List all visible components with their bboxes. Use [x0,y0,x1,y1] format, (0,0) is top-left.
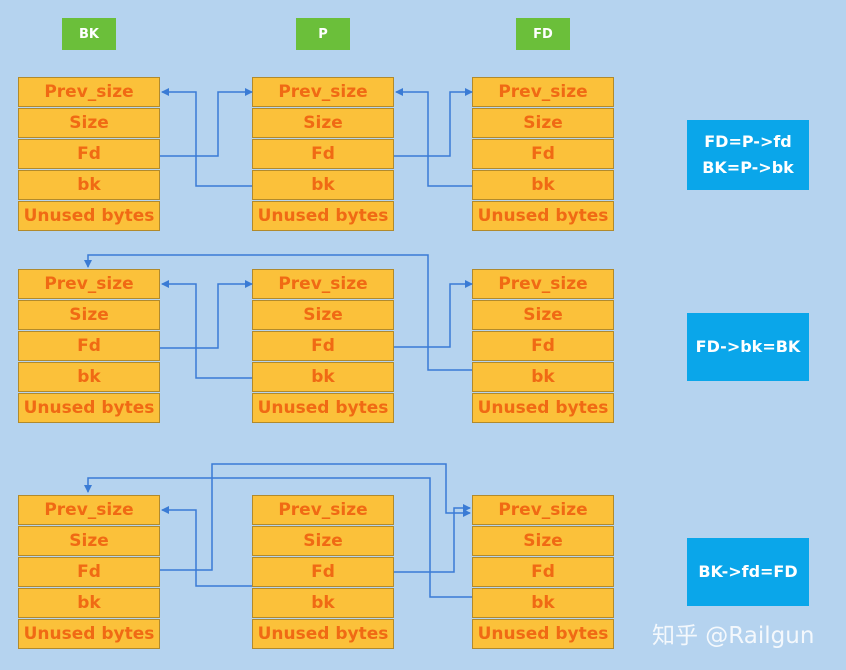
link-p-fd-to-fd [394,280,473,348]
chunk-p-step-2: Prev_size Size Fd bk Unused bytes [252,269,394,424]
header-bk: BK [62,18,116,50]
field-bk: bk [18,588,160,618]
field-size: Size [252,526,394,556]
chunk-bk-step-2: Prev_size Size Fd bk Unused bytes [18,269,160,424]
link-fd-bk-to-bk [84,477,472,598]
field-fd: Fd [18,331,160,361]
field-prev-size: Prev_size [18,77,160,107]
link-bk-fd-to-fd [160,463,471,571]
field-fd: Fd [472,557,614,587]
field-prev-size: Prev_size [18,495,160,525]
field-bk: bk [252,170,394,200]
note-step-1-line-1: FD=P->fd [704,132,792,151]
link-bk-fd-to-p [160,280,253,349]
chunk-fd-step-3: Prev_size Size Fd bk Unused bytes [472,495,614,650]
note-step-2-line-1: FD->bk=BK [695,337,801,356]
header-p: P [296,18,350,50]
link-p-fd-to-fd [394,88,473,157]
field-size: Size [472,526,614,556]
field-unused-bytes: Unused bytes [472,619,614,649]
field-size: Size [252,108,394,138]
watermark: 知乎 @Railgun [652,623,815,649]
field-unused-bytes: Unused bytes [252,393,394,423]
field-prev-size: Prev_size [472,269,614,299]
link-bk-fd-to-p [160,88,253,157]
field-prev-size: Prev_size [472,495,614,525]
field-unused-bytes: Unused bytes [252,619,394,649]
field-size: Size [472,108,614,138]
field-size: Size [18,300,160,330]
field-size: Size [252,300,394,330]
header-p-label: P [318,26,328,42]
field-prev-size: Prev_size [18,269,160,299]
field-prev-size: Prev_size [252,495,394,525]
chunk-fd-step-2: Prev_size Size Fd bk Unused bytes [472,269,614,424]
field-unused-bytes: Unused bytes [472,201,614,231]
note-step-3-line-1: BK->fd=FD [698,562,798,581]
field-prev-size: Prev_size [252,269,394,299]
field-fd: Fd [252,331,394,361]
chunk-fd-step-1: Prev_size Size Fd bk Unused bytes [472,77,614,232]
header-bk-label: BK [79,26,99,42]
field-size: Size [18,526,160,556]
field-bk: bk [18,170,160,200]
field-unused-bytes: Unused bytes [252,201,394,231]
field-fd: Fd [252,557,394,587]
field-size: Size [18,108,160,138]
field-fd: Fd [18,557,160,587]
field-unused-bytes: Unused bytes [472,393,614,423]
note-step-2: FD->bk=BK [687,313,809,381]
note-step-1-line-2: BK=P->bk [702,158,794,177]
header-fd-label: FD [533,26,553,42]
field-unused-bytes: Unused bytes [18,619,160,649]
field-fd: Fd [18,139,160,169]
field-size: Size [472,300,614,330]
field-bk: bk [472,362,614,392]
chunk-bk-step-3: Prev_size Size Fd bk Unused bytes [18,495,160,650]
field-bk: bk [18,362,160,392]
field-fd: Fd [472,331,614,361]
field-bk: bk [472,170,614,200]
link-p-fd-to-fd [394,504,471,573]
link-p-bk-to-bk [161,506,252,587]
field-bk: bk [252,588,394,618]
note-step-3: BK->fd=FD [687,538,809,606]
field-bk: bk [252,362,394,392]
chunk-p-step-3: Prev_size Size Fd bk Unused bytes [252,495,394,650]
field-fd: Fd [252,139,394,169]
link-fd-bk-to-p [395,88,472,187]
link-fd-bk-to-bk [84,254,472,371]
field-fd: Fd [472,139,614,169]
link-p-bk-to-bk [161,280,252,379]
field-prev-size: Prev_size [472,77,614,107]
chunk-p-step-1: Prev_size Size Fd bk Unused bytes [252,77,394,232]
chunk-bk-step-1: Prev_size Size Fd bk Unused bytes [18,77,160,232]
header-fd: FD [516,18,570,50]
field-unused-bytes: Unused bytes [18,393,160,423]
field-unused-bytes: Unused bytes [18,201,160,231]
link-p-bk-to-bk [161,88,252,187]
field-bk: bk [472,588,614,618]
note-step-1: FD=P->fd BK=P->bk [687,120,809,190]
